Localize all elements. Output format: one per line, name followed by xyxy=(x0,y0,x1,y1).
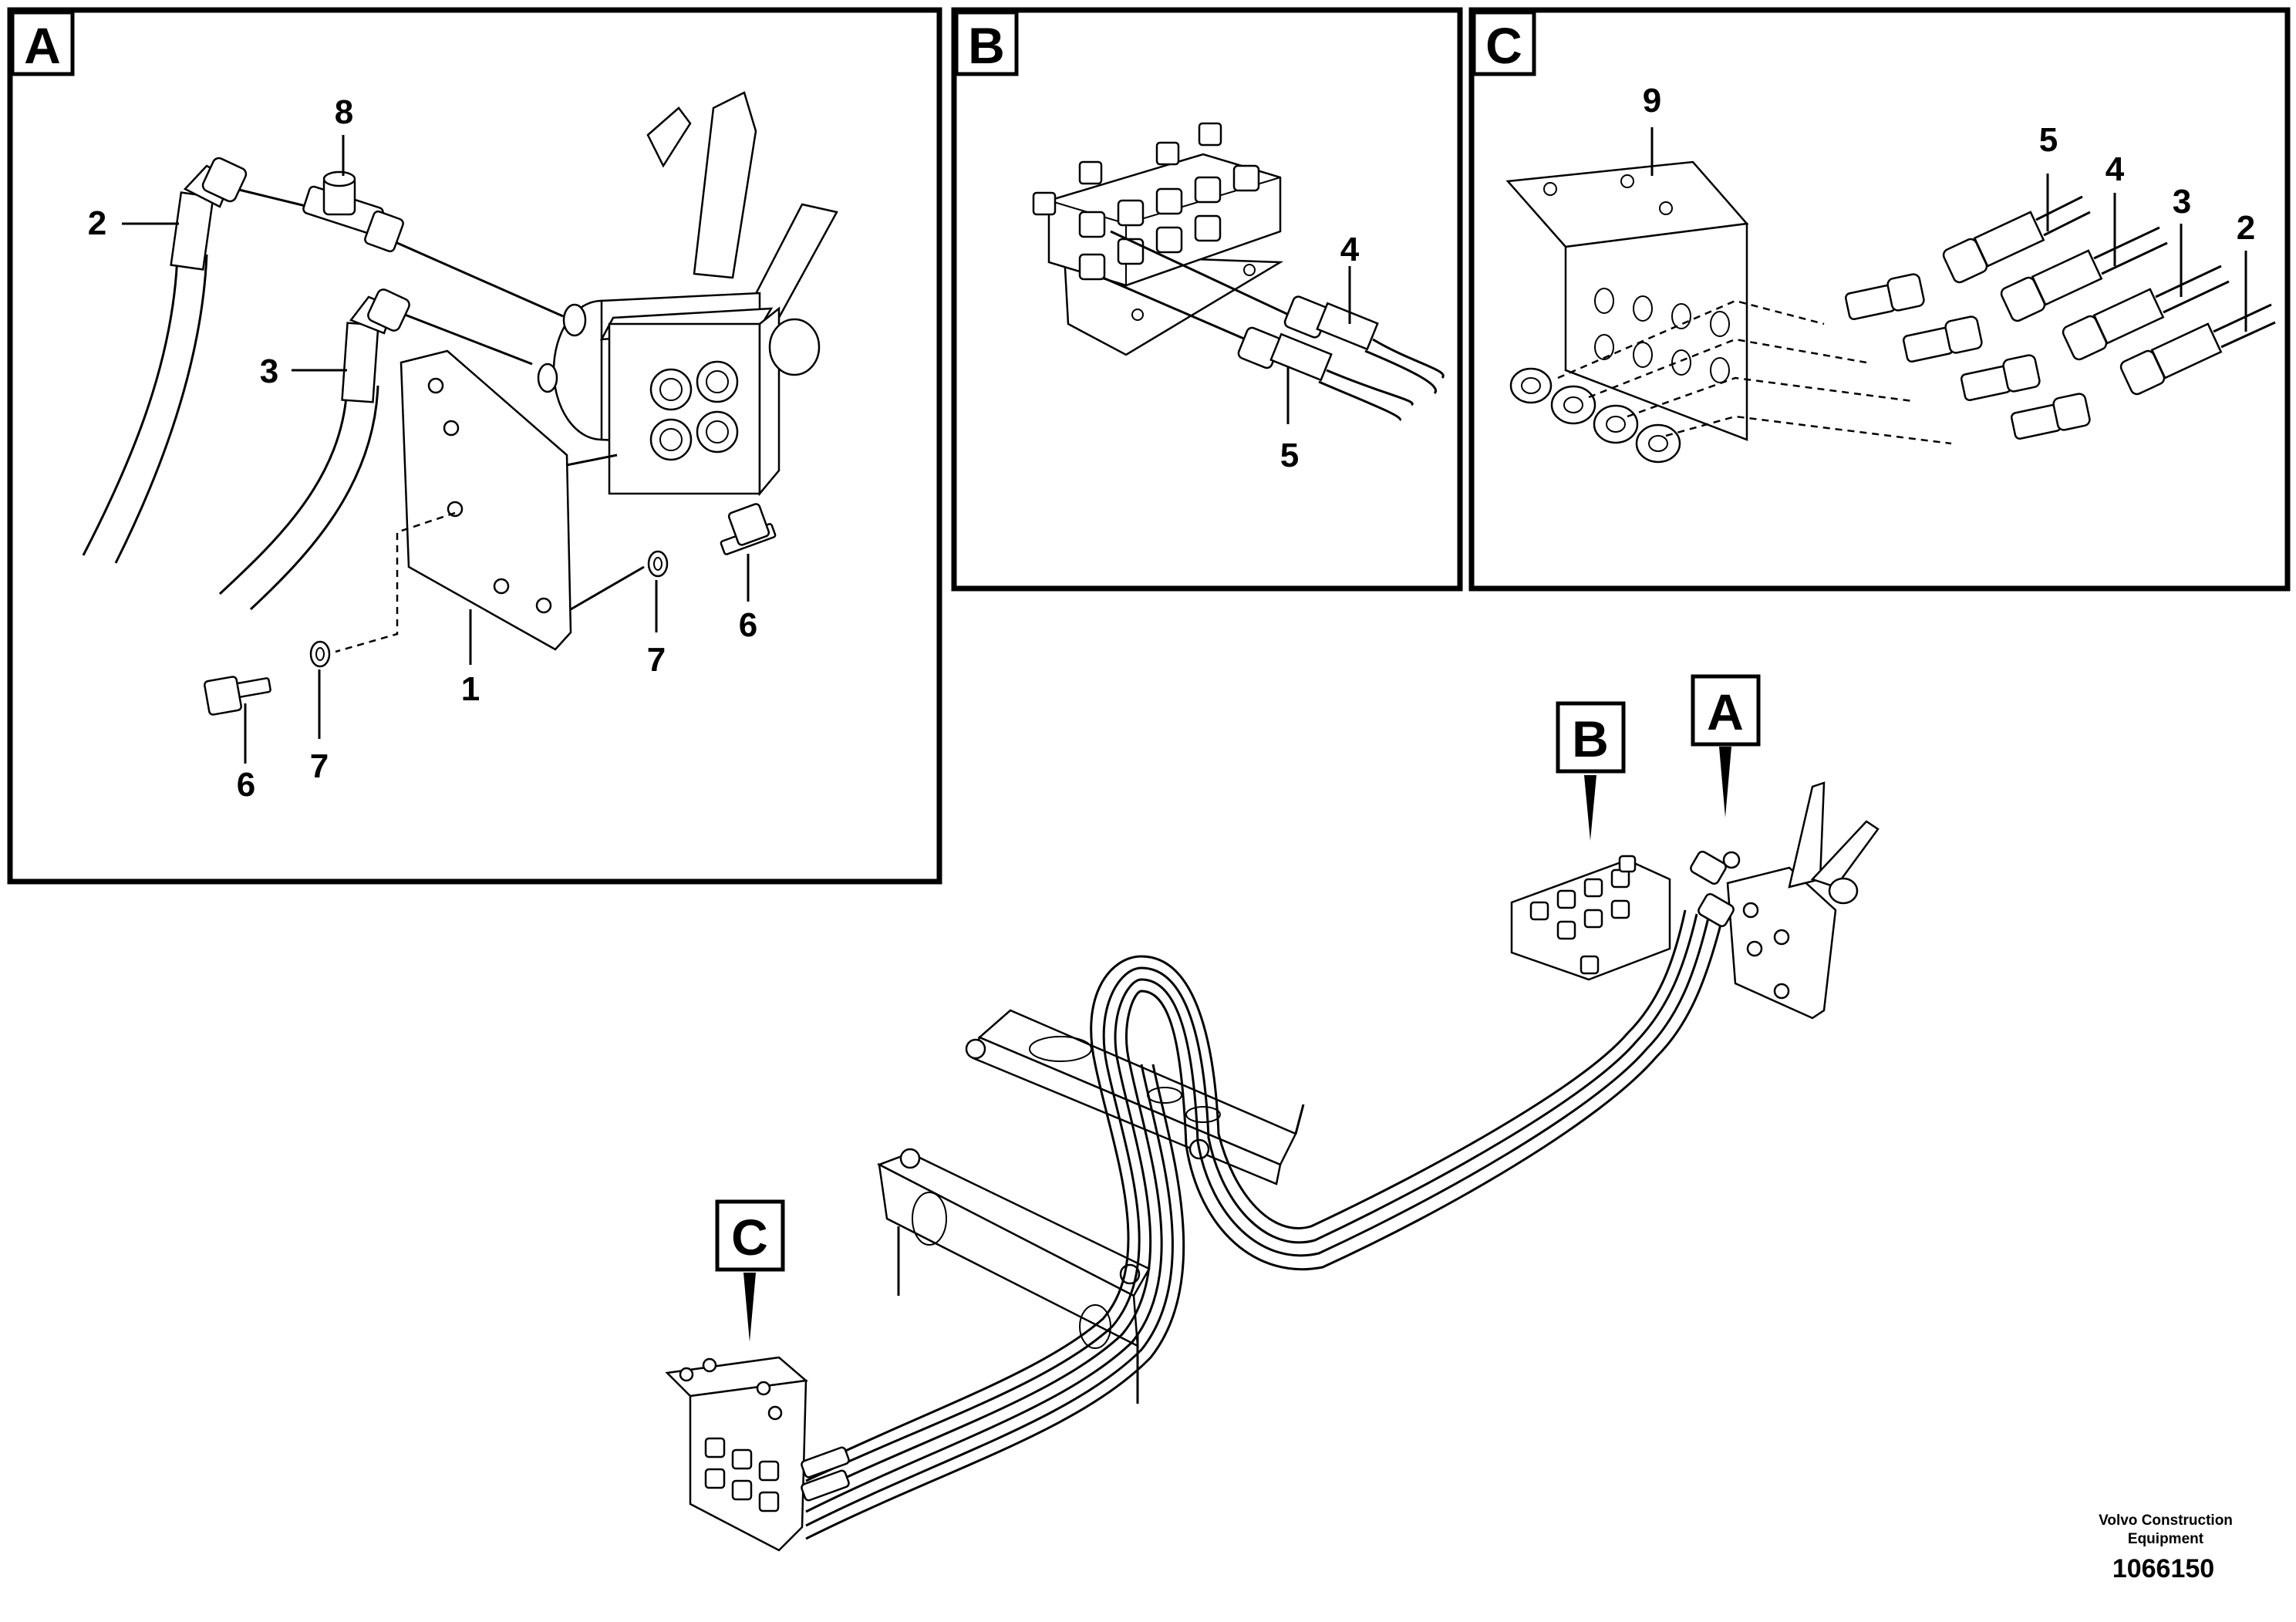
tee-fitting xyxy=(302,170,564,318)
hose-4-fitting-b xyxy=(1283,295,1379,351)
hose-4-c xyxy=(2000,226,2168,322)
hose-3-nut xyxy=(367,288,410,332)
callout-3: 3 xyxy=(2173,183,2191,221)
hose-3-c xyxy=(2062,265,2230,361)
control-valve xyxy=(531,91,838,497)
callout-9: 9 xyxy=(1643,82,1661,120)
callout-2: 2 xyxy=(2237,209,2255,247)
overview-tag-a: A xyxy=(1707,683,1744,740)
overview-assembly: B A C xyxy=(665,674,1880,1552)
panel-a-letter-box xyxy=(10,10,75,76)
callout-3: 3 xyxy=(260,352,278,390)
overview-valve-b xyxy=(1510,855,1671,981)
callout-6: 6 xyxy=(739,606,757,644)
panel-b-frame xyxy=(951,7,1463,592)
overview-tag-a-box xyxy=(1691,674,1761,747)
mounting-plate xyxy=(400,349,572,651)
washer-7 xyxy=(647,550,669,578)
overview-tag-b: B xyxy=(1572,710,1609,767)
overview-lever-left xyxy=(1788,781,1826,889)
valve-port-block xyxy=(608,322,761,495)
callout-5: 5 xyxy=(2039,121,2058,159)
hose-clamp-upper xyxy=(965,1009,1305,1185)
hose-bundle xyxy=(805,909,1723,1540)
tag-a-pointer xyxy=(1719,747,1731,818)
panel-c-letter: C xyxy=(1485,17,1522,74)
panel-a-frame xyxy=(7,7,942,885)
valve-port xyxy=(696,360,739,403)
hose-2-c xyxy=(2119,303,2276,396)
hose-5-c xyxy=(1942,195,2091,284)
valve-port xyxy=(649,368,693,411)
valve-port xyxy=(649,418,693,461)
bolt-6 xyxy=(720,503,777,555)
callout-5: 5 xyxy=(1280,437,1299,474)
hose-clamp-lower xyxy=(876,1148,1151,1404)
hose-3 xyxy=(218,385,349,595)
hose-3-crimp xyxy=(341,322,379,403)
lever-left xyxy=(693,91,757,279)
panel-b: B xyxy=(951,7,1463,592)
overview-block-c xyxy=(665,1356,850,1552)
hose-5-fitting-b xyxy=(1237,326,1333,382)
callout-2: 2 xyxy=(88,204,106,242)
bracket-holes xyxy=(1594,288,1730,383)
panel-c: C xyxy=(1468,7,2291,592)
valve-knob xyxy=(768,318,821,376)
panel-b-letter-box xyxy=(954,10,1019,76)
hose-2 xyxy=(82,254,179,556)
brand-line-2: Equipment xyxy=(2128,1531,2204,1547)
bracket-9-side xyxy=(1564,222,1748,441)
panel-b-letter: B xyxy=(968,17,1005,74)
overview-tag-c-box xyxy=(715,1199,785,1272)
adapter-fittings xyxy=(1844,273,2091,440)
bolt-6 xyxy=(204,676,271,716)
callout-7: 7 xyxy=(310,747,329,785)
drawing-number: 1066150 xyxy=(2112,1554,2214,1583)
panel-c-letter-box xyxy=(1472,10,1536,76)
valve-fittings-b xyxy=(1032,122,1260,281)
brand-line-1: Volvo Construction xyxy=(2099,1512,2233,1529)
footer: Volvo Construction Equipment 1066150 xyxy=(2099,1512,2233,1583)
overview-tag-c: C xyxy=(731,1209,768,1266)
overview-valve-a xyxy=(1690,781,1880,1020)
hose-2-nut xyxy=(201,157,248,203)
valve-block-b xyxy=(1047,153,1282,287)
callout-4: 4 xyxy=(2106,150,2125,188)
tag-b-pointer xyxy=(1584,775,1596,841)
overview-tag-b-box xyxy=(1556,701,1626,774)
panel-a: A xyxy=(7,7,942,885)
lever-handle-left xyxy=(646,106,692,168)
washer-7 xyxy=(309,640,331,668)
callout-8: 8 xyxy=(335,93,353,131)
callout-1: 1 xyxy=(461,670,480,708)
callout-7: 7 xyxy=(647,641,666,679)
panel-c-frame xyxy=(1468,7,2291,592)
tag-c-pointer xyxy=(743,1273,756,1342)
callout-6: 6 xyxy=(237,766,255,804)
callout-4: 4 xyxy=(1340,231,1360,268)
panel-a-letter: A xyxy=(24,17,61,74)
overview-lever-right xyxy=(1810,820,1880,889)
valve-port xyxy=(696,410,739,454)
